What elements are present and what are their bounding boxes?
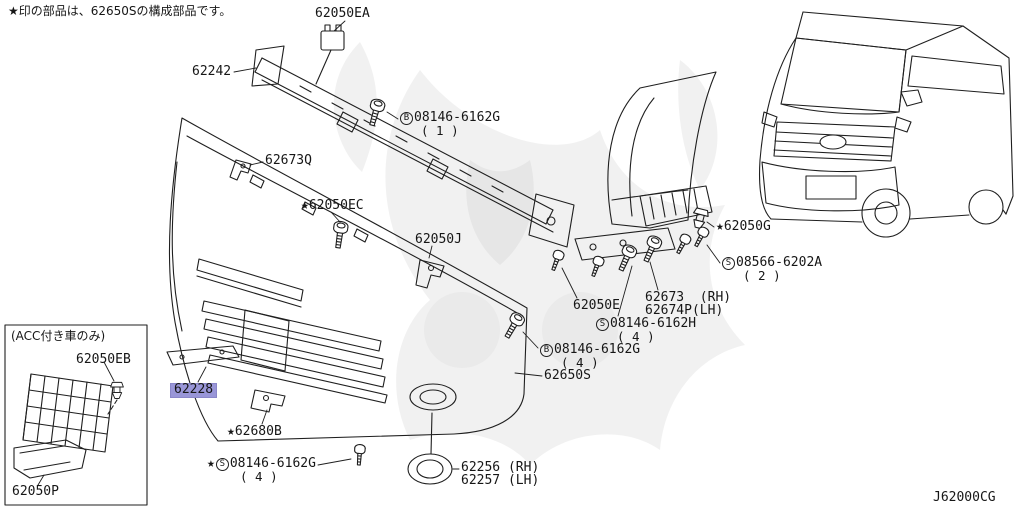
part-label-62673q[interactable]: 62673Q bbox=[265, 153, 312, 168]
reinforcement-bar-62242 bbox=[251, 45, 575, 248]
part-label-62228-selected[interactable]: 62228 bbox=[170, 382, 218, 398]
quantity-label-s6162h: ( 4 ) bbox=[617, 329, 655, 344]
diagram-code: J62000CG bbox=[933, 490, 996, 505]
part-label-62242[interactable]: 62242 bbox=[192, 64, 232, 79]
watermark-graphic bbox=[333, 42, 745, 465]
part-label-62050ec[interactable]: ★62050EC bbox=[301, 198, 364, 213]
circled-b-icon: B bbox=[400, 112, 413, 125]
part-label-62050p[interactable]: 62050P bbox=[12, 484, 59, 499]
part-label-62674p[interactable]: 62674P(LH) bbox=[645, 303, 724, 318]
bracket-62228-part bbox=[166, 345, 240, 366]
bracket-62050p-part bbox=[13, 439, 87, 479]
fastener-number: 08146-6162G bbox=[229, 456, 316, 471]
part-label-62680b[interactable]: ★62680B bbox=[227, 424, 282, 439]
part-label-62050ea[interactable]: 62050EA bbox=[315, 6, 370, 21]
acc-option-box bbox=[4, 324, 148, 506]
van-illustration bbox=[758, 11, 1014, 238]
fastener-number: 08566-6202A bbox=[736, 255, 823, 270]
headlamp-bracket bbox=[639, 185, 713, 227]
part-label-62050e[interactable]: 62050E bbox=[573, 298, 620, 313]
fastener-number: 08146-6162G bbox=[554, 342, 641, 357]
circled-b-icon: B bbox=[540, 344, 553, 357]
acc-box-title: (ACC付き車のみ) bbox=[11, 329, 106, 343]
leader-lines bbox=[37, 20, 721, 486]
circled-s-icon: S bbox=[596, 318, 609, 331]
clip-62050eb-part bbox=[107, 381, 124, 415]
fastener-number: 08146-6162H bbox=[610, 316, 697, 331]
part-label-62050g[interactable]: ★62050G bbox=[716, 219, 771, 234]
acc-grille-part bbox=[22, 373, 114, 453]
bracket-62050j-part bbox=[415, 259, 445, 289]
fog-lamp-finisher-part bbox=[407, 412, 453, 485]
clip-62673q-part bbox=[229, 159, 252, 181]
part-label-62050j[interactable]: 62050J bbox=[415, 232, 462, 247]
part-label-62050eb[interactable]: 62050EB bbox=[76, 352, 131, 367]
part-label-62673[interactable]: 62673 (RH) bbox=[645, 290, 732, 305]
quantity-label-b1: ( 1 ) bbox=[421, 123, 459, 138]
clip-62050ea-part bbox=[315, 24, 345, 85]
bracket-62680b-part bbox=[250, 389, 286, 413]
fastener-number: 08146-6162G bbox=[414, 110, 501, 125]
quantity-label-sg4: ( 4 ) bbox=[240, 469, 278, 484]
note-starred-parts: ★印の部品は、62650Sの構成部品です。 bbox=[8, 4, 232, 18]
part-label-62256[interactable]: 62256 (RH) bbox=[461, 460, 540, 475]
circled-s-icon: S bbox=[215, 458, 229, 471]
quantity-label-b4: ( 4 ) bbox=[561, 355, 599, 370]
circled-s-icon: S bbox=[722, 257, 735, 270]
part-label-62650s[interactable]: 62650S bbox=[544, 368, 591, 383]
part-label-62257[interactable]: 62257 (LH) bbox=[461, 473, 540, 488]
star-mark: ★ bbox=[207, 456, 215, 471]
line-art-root bbox=[4, 11, 1014, 506]
quantity-label-s6202a: ( 2 ) bbox=[743, 268, 781, 283]
